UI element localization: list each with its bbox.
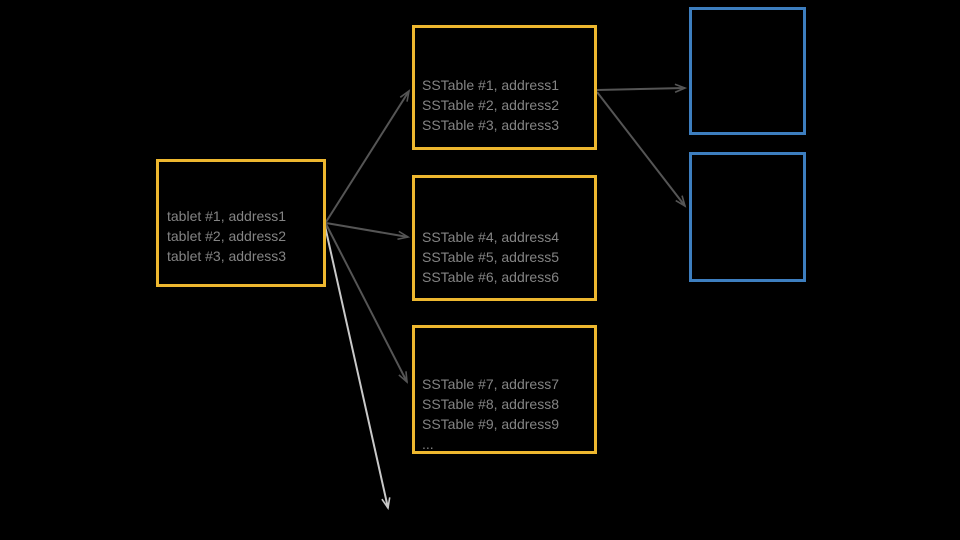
arrow-sstable1-to-data2 bbox=[596, 91, 687, 208]
tablet-entry: tablet #3, address3 bbox=[167, 248, 287, 264]
sstable-entry: SSTable #2, address2 bbox=[422, 97, 559, 113]
tablet-entry: tablet #1, address1 bbox=[167, 208, 287, 224]
sstable-entry: SSTable #6, address6 bbox=[422, 269, 559, 285]
arrow-tablet-to-more bbox=[324, 225, 391, 511]
arrow-tablet-to-sstable1 bbox=[325, 89, 411, 223]
sstable-box-3: SSTable #7, address7 SSTable #8, address… bbox=[412, 325, 597, 454]
sstable-entry-ellipsis: ... bbox=[422, 436, 434, 452]
arrow-tablet-to-sstable3 bbox=[325, 223, 408, 384]
sstable-entry: SSTable #9, address9 bbox=[422, 416, 559, 432]
sstable-entry: SSTable #7, address7 bbox=[422, 376, 559, 392]
sstable-list-1: SSTable #1, address1 SSTable #2, address… bbox=[422, 75, 559, 135]
sstable-box-2: SSTable #4, address4 SSTable #5, address… bbox=[412, 175, 597, 301]
sstable-entry: SSTable #3, address3 bbox=[422, 117, 559, 133]
sstable-list-2: SSTable #4, address4 SSTable #5, address… bbox=[422, 227, 559, 287]
sstable-entry: SSTable #8, address8 bbox=[422, 396, 559, 412]
tablet-location-box: tablet #1, address1 tablet #2, address2 … bbox=[156, 159, 326, 287]
sstable-box-1: SSTable #1, address1 SSTable #2, address… bbox=[412, 25, 597, 150]
sstable-entry: SSTable #5, address5 bbox=[422, 249, 559, 265]
tablet-location-list: tablet #1, address1 tablet #2, address2 … bbox=[167, 206, 286, 266]
arrow-tablet-to-sstable2 bbox=[325, 222, 411, 241]
arrow-sstable1-to-data1 bbox=[596, 83, 688, 93]
sstable-entry: SSTable #1, address1 bbox=[422, 77, 559, 93]
sstable-list-3: SSTable #7, address7 SSTable #8, address… bbox=[422, 374, 559, 454]
tablet-entry: tablet #2, address2 bbox=[167, 228, 287, 244]
data-block-box-2 bbox=[689, 152, 806, 282]
sstable-entry: SSTable #4, address4 bbox=[422, 229, 559, 245]
data-block-box-1 bbox=[689, 7, 806, 135]
